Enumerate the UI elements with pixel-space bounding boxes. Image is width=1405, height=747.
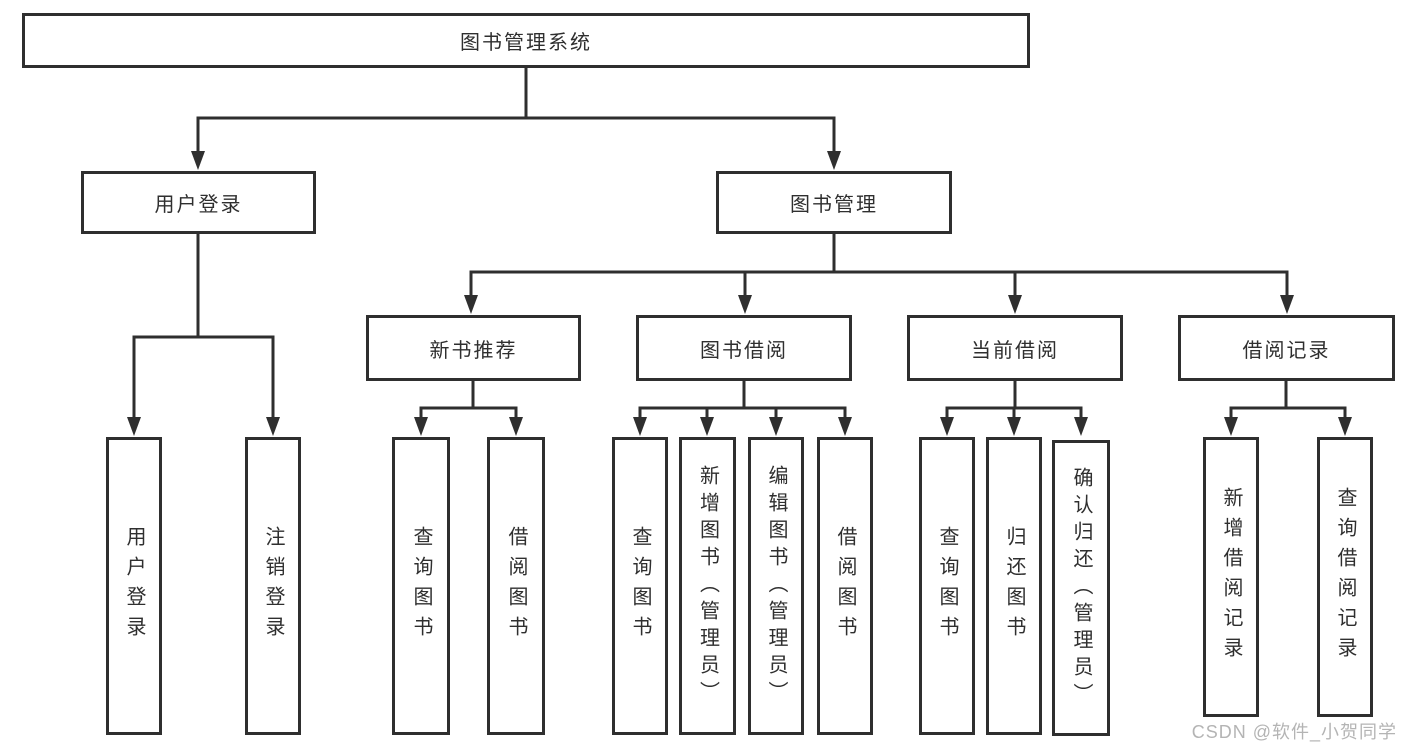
leaf-query-borrow-record: 查询借阅记录	[1317, 437, 1373, 717]
arrowheads	[127, 151, 1352, 436]
leaf-borrow-books-2-label: 借阅图书	[834, 526, 856, 646]
leaf-query-books-1-label: 查询图书	[410, 526, 432, 646]
leaf-add-books-admin-label: 新增图书（管理员）	[696, 464, 719, 708]
leaf-query-books-3: 查询图书	[919, 437, 975, 735]
node-new-book-recommend: 新书推荐	[366, 315, 581, 381]
node-current-borrowing: 当前借阅	[907, 315, 1123, 381]
leaf-user-login-label: 用户登录	[123, 526, 145, 646]
leaf-query-books-2-label: 查询图书	[629, 526, 651, 646]
leaf-add-books-admin: 新增图书（管理员）	[679, 437, 736, 735]
leaf-confirm-return-admin-label: 确认归还（管理员）	[1070, 466, 1092, 710]
leaf-borrow-books-1: 借阅图书	[487, 437, 545, 735]
leaf-edit-books-admin-label: 编辑图书（管理员）	[765, 464, 787, 708]
node-book-borrowing: 图书借阅	[636, 315, 852, 381]
leaf-query-borrow-record-label: 查询借阅记录	[1334, 487, 1356, 667]
tree-edges	[132, 66, 1347, 420]
node-book-management: 图书管理	[716, 171, 952, 234]
node-user-login: 用户登录	[81, 171, 316, 234]
leaf-add-borrow-record: 新增借阅记录	[1203, 437, 1259, 717]
leaf-borrow-books-2: 借阅图书	[817, 437, 873, 735]
watermark: CSDN @软件_小贺同学	[1191, 722, 1397, 742]
leaf-return-books: 归还图书	[986, 437, 1042, 735]
leaf-logout: 注销登录	[245, 437, 301, 735]
leaf-borrow-books-1-label: 借阅图书	[505, 526, 527, 646]
leaf-logout-label: 注销登录	[262, 526, 284, 646]
leaf-query-books-1: 查询图书	[392, 437, 450, 735]
node-library-management-system: 图书管理系统	[22, 13, 1030, 68]
node-borrowing-records: 借阅记录	[1178, 315, 1395, 381]
leaf-query-books-3-label: 查询图书	[936, 526, 958, 646]
leaf-add-borrow-record-label: 新增借阅记录	[1220, 487, 1242, 667]
leaf-query-books-2: 查询图书	[612, 437, 668, 735]
leaf-edit-books-admin: 编辑图书（管理员）	[748, 437, 804, 735]
leaf-return-books-label: 归还图书	[1003, 526, 1025, 646]
leaf-user-login: 用户登录	[106, 437, 162, 735]
leaf-confirm-return-admin: 确认归还（管理员）	[1052, 440, 1110, 736]
